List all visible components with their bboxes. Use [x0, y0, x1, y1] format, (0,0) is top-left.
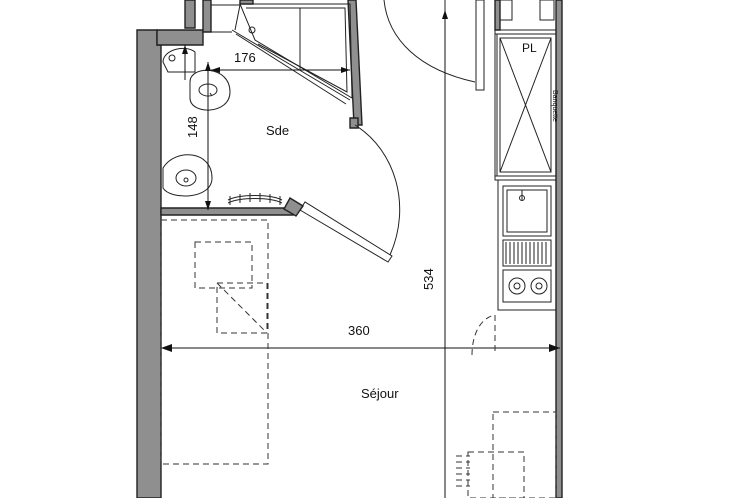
kitchen	[494, 0, 557, 311]
total-length-dimension: 534	[421, 268, 436, 290]
bathroom-depth-dimension: 148	[185, 116, 200, 138]
bench-label: Banquette	[551, 90, 558, 122]
dashed-furniture	[160, 219, 557, 498]
living-width-dimension: 360	[348, 323, 370, 338]
stair-hatch	[456, 451, 525, 498]
towel-rail	[227, 193, 283, 205]
bathroom-walls	[160, 0, 363, 217]
dimension-lines	[161, 10, 560, 498]
shower-width-dimension: 176	[234, 50, 256, 65]
shower	[211, 3, 353, 105]
toilet	[162, 47, 231, 111]
living-room-label: Séjour	[361, 386, 399, 401]
exterior-walls	[136, 0, 563, 498]
entrance-door	[383, 0, 485, 91]
bathroom-label: Sde	[266, 123, 289, 138]
sink	[162, 154, 213, 197]
cupboard-label: PL	[522, 41, 537, 55]
sink-drainer	[505, 242, 547, 264]
bathroom-door	[299, 124, 401, 263]
